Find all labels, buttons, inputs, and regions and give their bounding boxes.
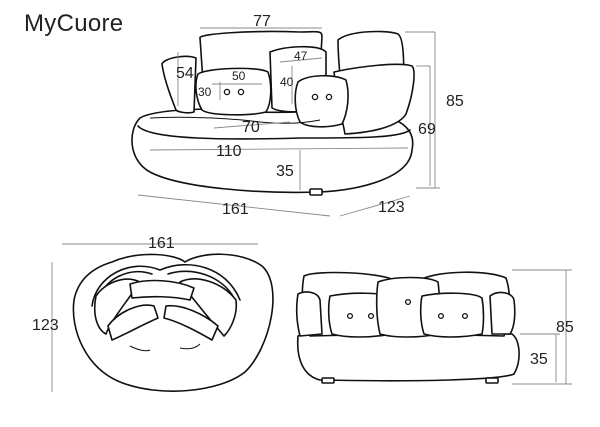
front-label-seat-height: 35 bbox=[530, 351, 548, 368]
label-seat-depth: 70 bbox=[242, 119, 260, 136]
top-label-width: 161 bbox=[148, 235, 175, 252]
front-view-dimensions: 85 35 bbox=[512, 269, 574, 385]
label-width-back: 77 bbox=[253, 13, 271, 30]
label-width-center-cushion: 47 bbox=[294, 49, 308, 63]
label-height-center-cushion: 40 bbox=[280, 75, 294, 89]
top-view-dimensions: 161 123 bbox=[32, 235, 258, 392]
label-total-depth: 123 bbox=[378, 199, 405, 216]
label-seat-width: 110 bbox=[216, 143, 242, 160]
label-arm-height: 69 bbox=[418, 121, 436, 138]
perspective-sofa bbox=[131, 30, 415, 196]
perspective-labels: 77 54 50 30 47 40 70 110 35 161 123 85 6… bbox=[176, 13, 464, 218]
top-view-sofa bbox=[72, 253, 274, 392]
brand-title: MyCuore bbox=[24, 10, 124, 37]
front-view-sofa bbox=[295, 271, 520, 384]
label-height-back-cushion: 54 bbox=[176, 65, 194, 82]
top-label-depth: 123 bbox=[32, 317, 59, 334]
label-seat-height: 35 bbox=[276, 163, 294, 180]
label-width-small-cushion: 50 bbox=[232, 69, 246, 83]
label-total-width: 161 bbox=[222, 201, 249, 218]
label-total-height: 85 bbox=[446, 93, 464, 110]
label-height-small-cushion: 30 bbox=[198, 85, 212, 99]
front-label-height: 85 bbox=[556, 319, 574, 336]
perspective-dimension-lines bbox=[137, 27, 440, 217]
